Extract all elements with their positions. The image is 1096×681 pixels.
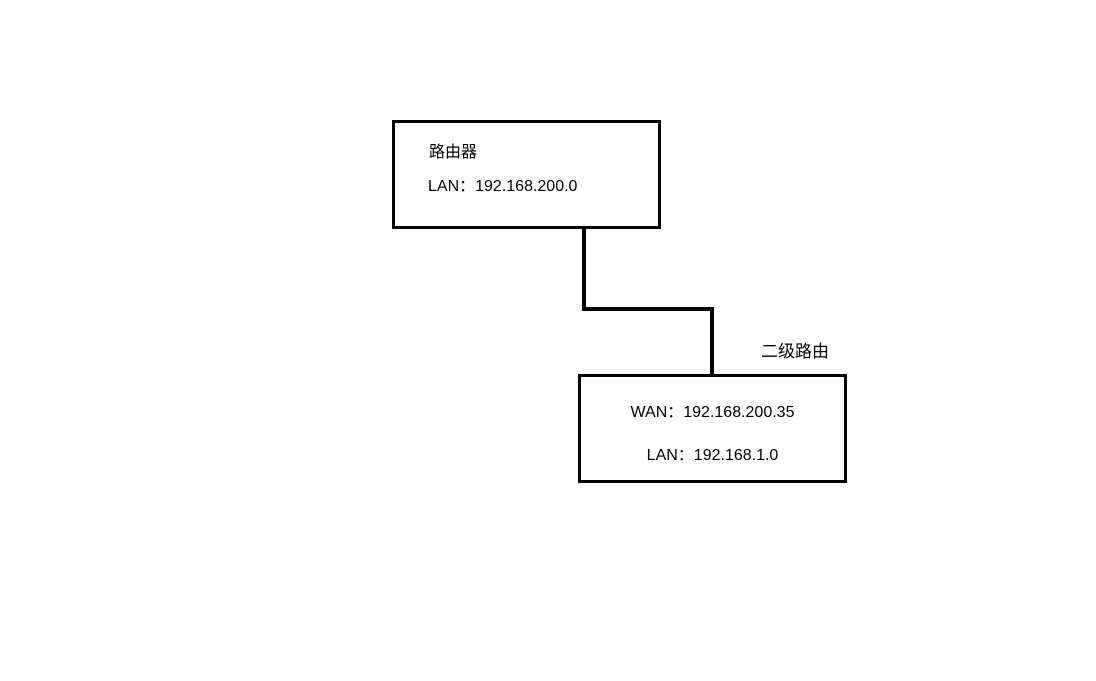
router-lan-address: LAN：192.168.200.0 (428, 178, 578, 195)
secondary-router-lan-address: LAN：192.168.1.0 (646, 447, 779, 464)
router-title: 路由器 (429, 144, 478, 161)
secondary-router-box: WAN：192.168.200.35 LAN：192.168.1.0 (578, 374, 847, 483)
router-box: 路由器 LAN：192.168.200.0 (392, 120, 661, 229)
secondary-router-label: 二级路由 (761, 342, 829, 361)
secondary-router-wan-address: WAN：192.168.200.35 (630, 404, 795, 421)
